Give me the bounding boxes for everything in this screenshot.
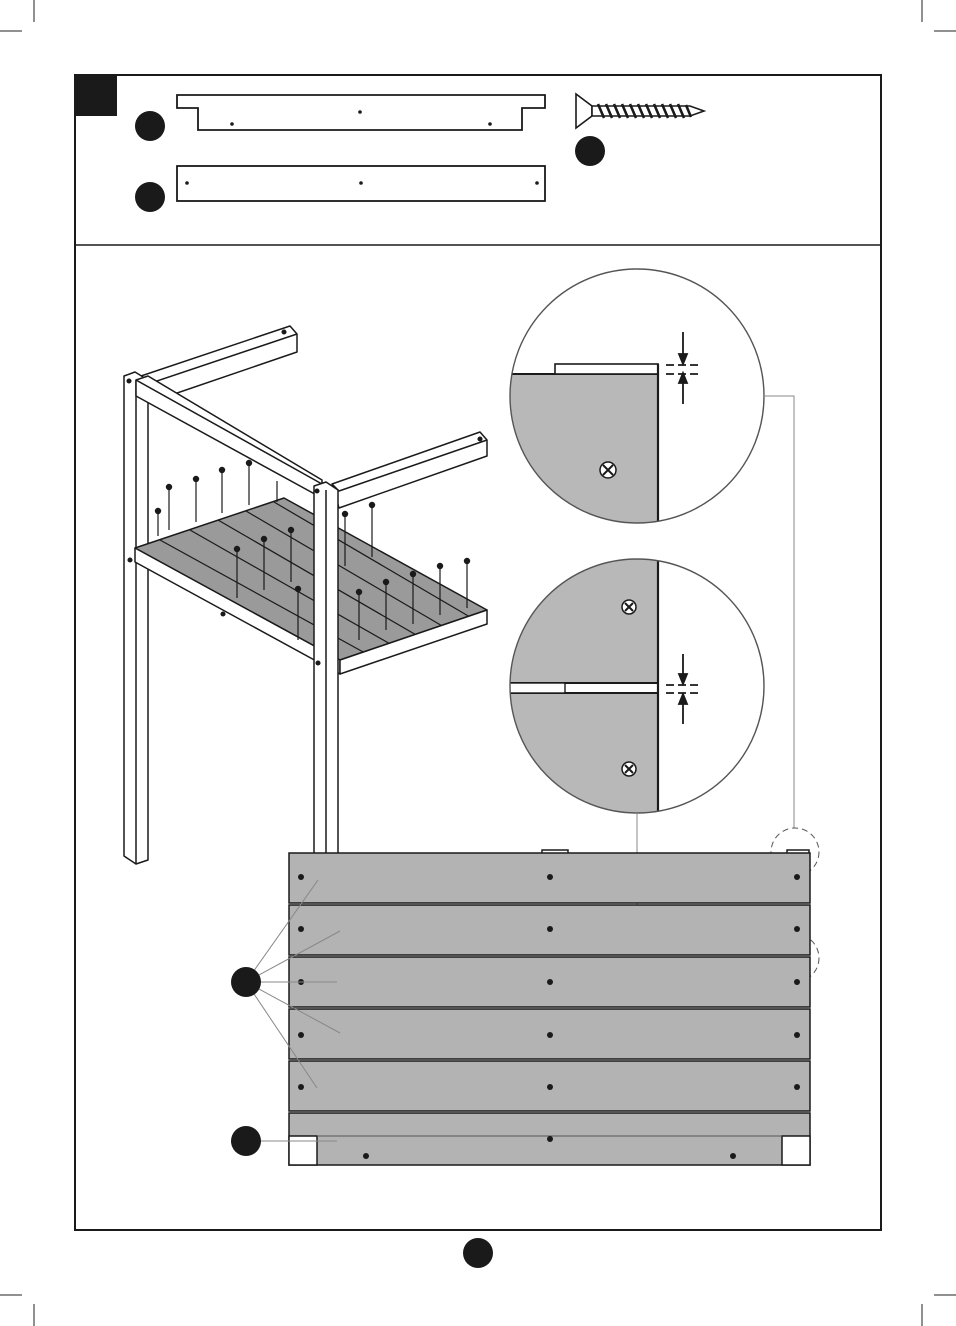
page-number-badge — [463, 1238, 493, 1268]
screw-icon — [576, 94, 704, 128]
step-number-marker — [76, 76, 117, 116]
part-badge-notched-rail — [135, 111, 165, 141]
screw-head-icon — [600, 462, 616, 478]
part-badge-screw — [575, 136, 605, 166]
callout-top-detail — [505, 269, 764, 534]
assembly-view — [124, 326, 487, 864]
callout-middle-detail — [505, 555, 764, 823]
part-badge-straight-rail — [135, 182, 165, 212]
seat-top-view — [289, 850, 810, 1165]
badge-front-rail — [231, 1126, 261, 1156]
badge-slats — [231, 967, 261, 997]
